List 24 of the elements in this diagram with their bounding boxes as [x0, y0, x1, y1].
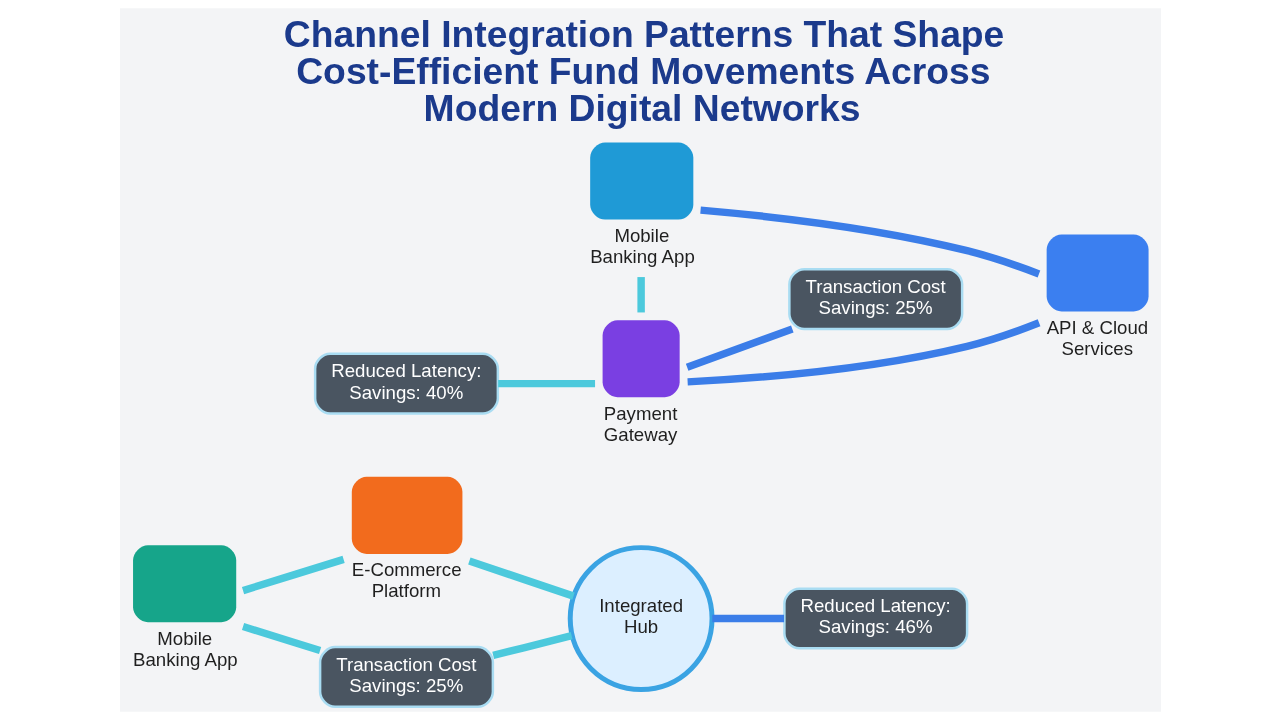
diagram-title: Channel Integration Patterns That Shape Cost-Efficient Fund Movements Across Modern Digital Networks	[283, 12, 1004, 130]
connector	[241, 555, 345, 595]
node-box: Reduced Latency: Savings: 46%	[782, 587, 968, 650]
node-box: Reduced Latency: Savings: 40%	[313, 352, 499, 415]
node-label: Payment Gateway	[603, 402, 677, 445]
node-box: Transaction Cost Savings: 25%	[318, 645, 494, 708]
node-box: Transaction Cost Savings: 25%	[787, 268, 963, 331]
node-label: Mobile Banking App	[589, 224, 695, 268]
connector	[685, 325, 794, 371]
node-box	[602, 320, 680, 398]
connector	[491, 632, 573, 660]
node-box	[1046, 234, 1149, 312]
connector	[711, 614, 784, 623]
node-label: API & Cloud Services	[1046, 316, 1148, 360]
node-label: E-Commerce Platform	[351, 559, 462, 602]
node-circle: Integrated Hub	[567, 545, 715, 692]
node-box	[132, 545, 236, 623]
connector	[497, 379, 595, 388]
node-box	[351, 476, 462, 554]
node-label: Mobile Banking App	[132, 627, 238, 670]
connector	[467, 557, 575, 600]
connector	[241, 622, 321, 655]
connector	[699, 206, 1040, 278]
node-box	[589, 142, 693, 220]
